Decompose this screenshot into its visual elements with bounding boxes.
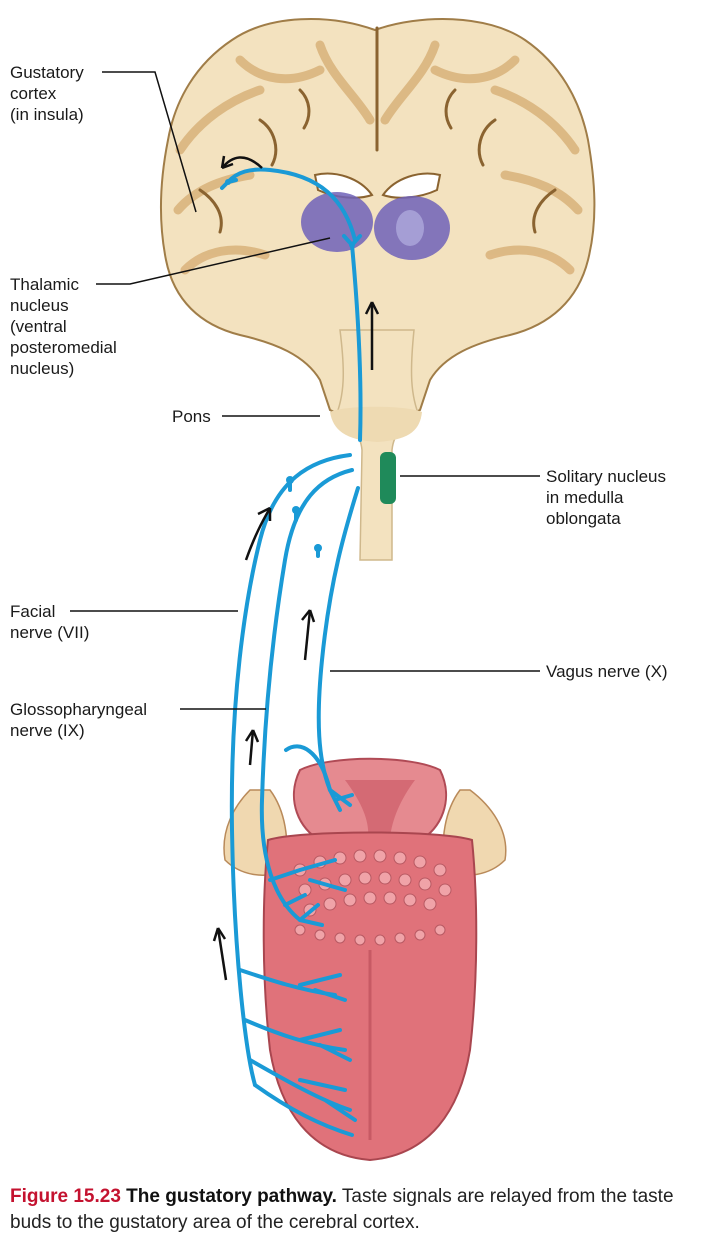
label-line: Glossopharyngeal (10, 700, 148, 719)
label-glossopharyngeal-nerve: Glossopharyngeal nerve (IX) (10, 699, 147, 741)
facial-nerve-fiber (229, 453, 352, 1087)
label-solitary-nucleus: Solitary nucleus in medulla oblongata (546, 466, 666, 529)
ascending-fiber (350, 243, 363, 442)
label-line: nerve (VII) (10, 623, 90, 642)
label-line: posteromedial (10, 338, 117, 357)
figure-title: The gustatory pathway. (126, 1186, 337, 1207)
glossopharyngeal-nerve-fiber (259, 468, 354, 922)
brain-coronal-section (159, 18, 596, 561)
label-line: (ventral (10, 317, 67, 336)
label-line: Solitary nucleus (546, 467, 667, 486)
thalamocortical-fiber (226, 167, 357, 242)
label-line: oblongata (546, 509, 621, 528)
label-pons: Pons (172, 407, 211, 426)
leader-lines (70, 71, 540, 710)
vagus-nerve-fiber (316, 486, 360, 792)
label-line: nucleus (10, 296, 69, 315)
label-line: Facial (10, 602, 56, 621)
tongue (223, 757, 507, 1162)
label-thalamic-nucleus: Thalamic nucleus (ventral posteromedial … (10, 274, 117, 379)
gyri-pattern (173, 40, 583, 275)
solitary-nucleus (380, 452, 396, 504)
label-line: (in insula) (10, 105, 84, 124)
label-gustatory-cortex: Gustatory cortex (in insula) (10, 62, 84, 125)
direction-arrows (212, 155, 380, 981)
label-line: Gustatory (10, 63, 84, 82)
label-line: nucleus) (10, 359, 75, 378)
label-line: in medulla (546, 488, 624, 507)
label-line: cortex (10, 84, 57, 103)
label-line: nerve (IX) (10, 721, 85, 740)
figure-caption: Figure 15.23 The gustatory pathway. Tast… (10, 1184, 710, 1236)
sulci (198, 26, 557, 234)
brainstem (334, 329, 421, 561)
nerve-terminals (225, 179, 355, 552)
lateral-ventricle-right (381, 172, 442, 199)
figure-number: Figure 15.23 (10, 1186, 121, 1207)
pons (330, 406, 422, 442)
label-facial-nerve: Facial nerve (VII) (10, 601, 89, 643)
label-line: Thalamic (10, 275, 79, 294)
nerve-fibers (220, 167, 363, 1137)
label-vagus-nerve: Vagus nerve (X) (546, 662, 668, 681)
figure-caption-text: Taste signals are relayed from the taste… (10, 1186, 674, 1233)
